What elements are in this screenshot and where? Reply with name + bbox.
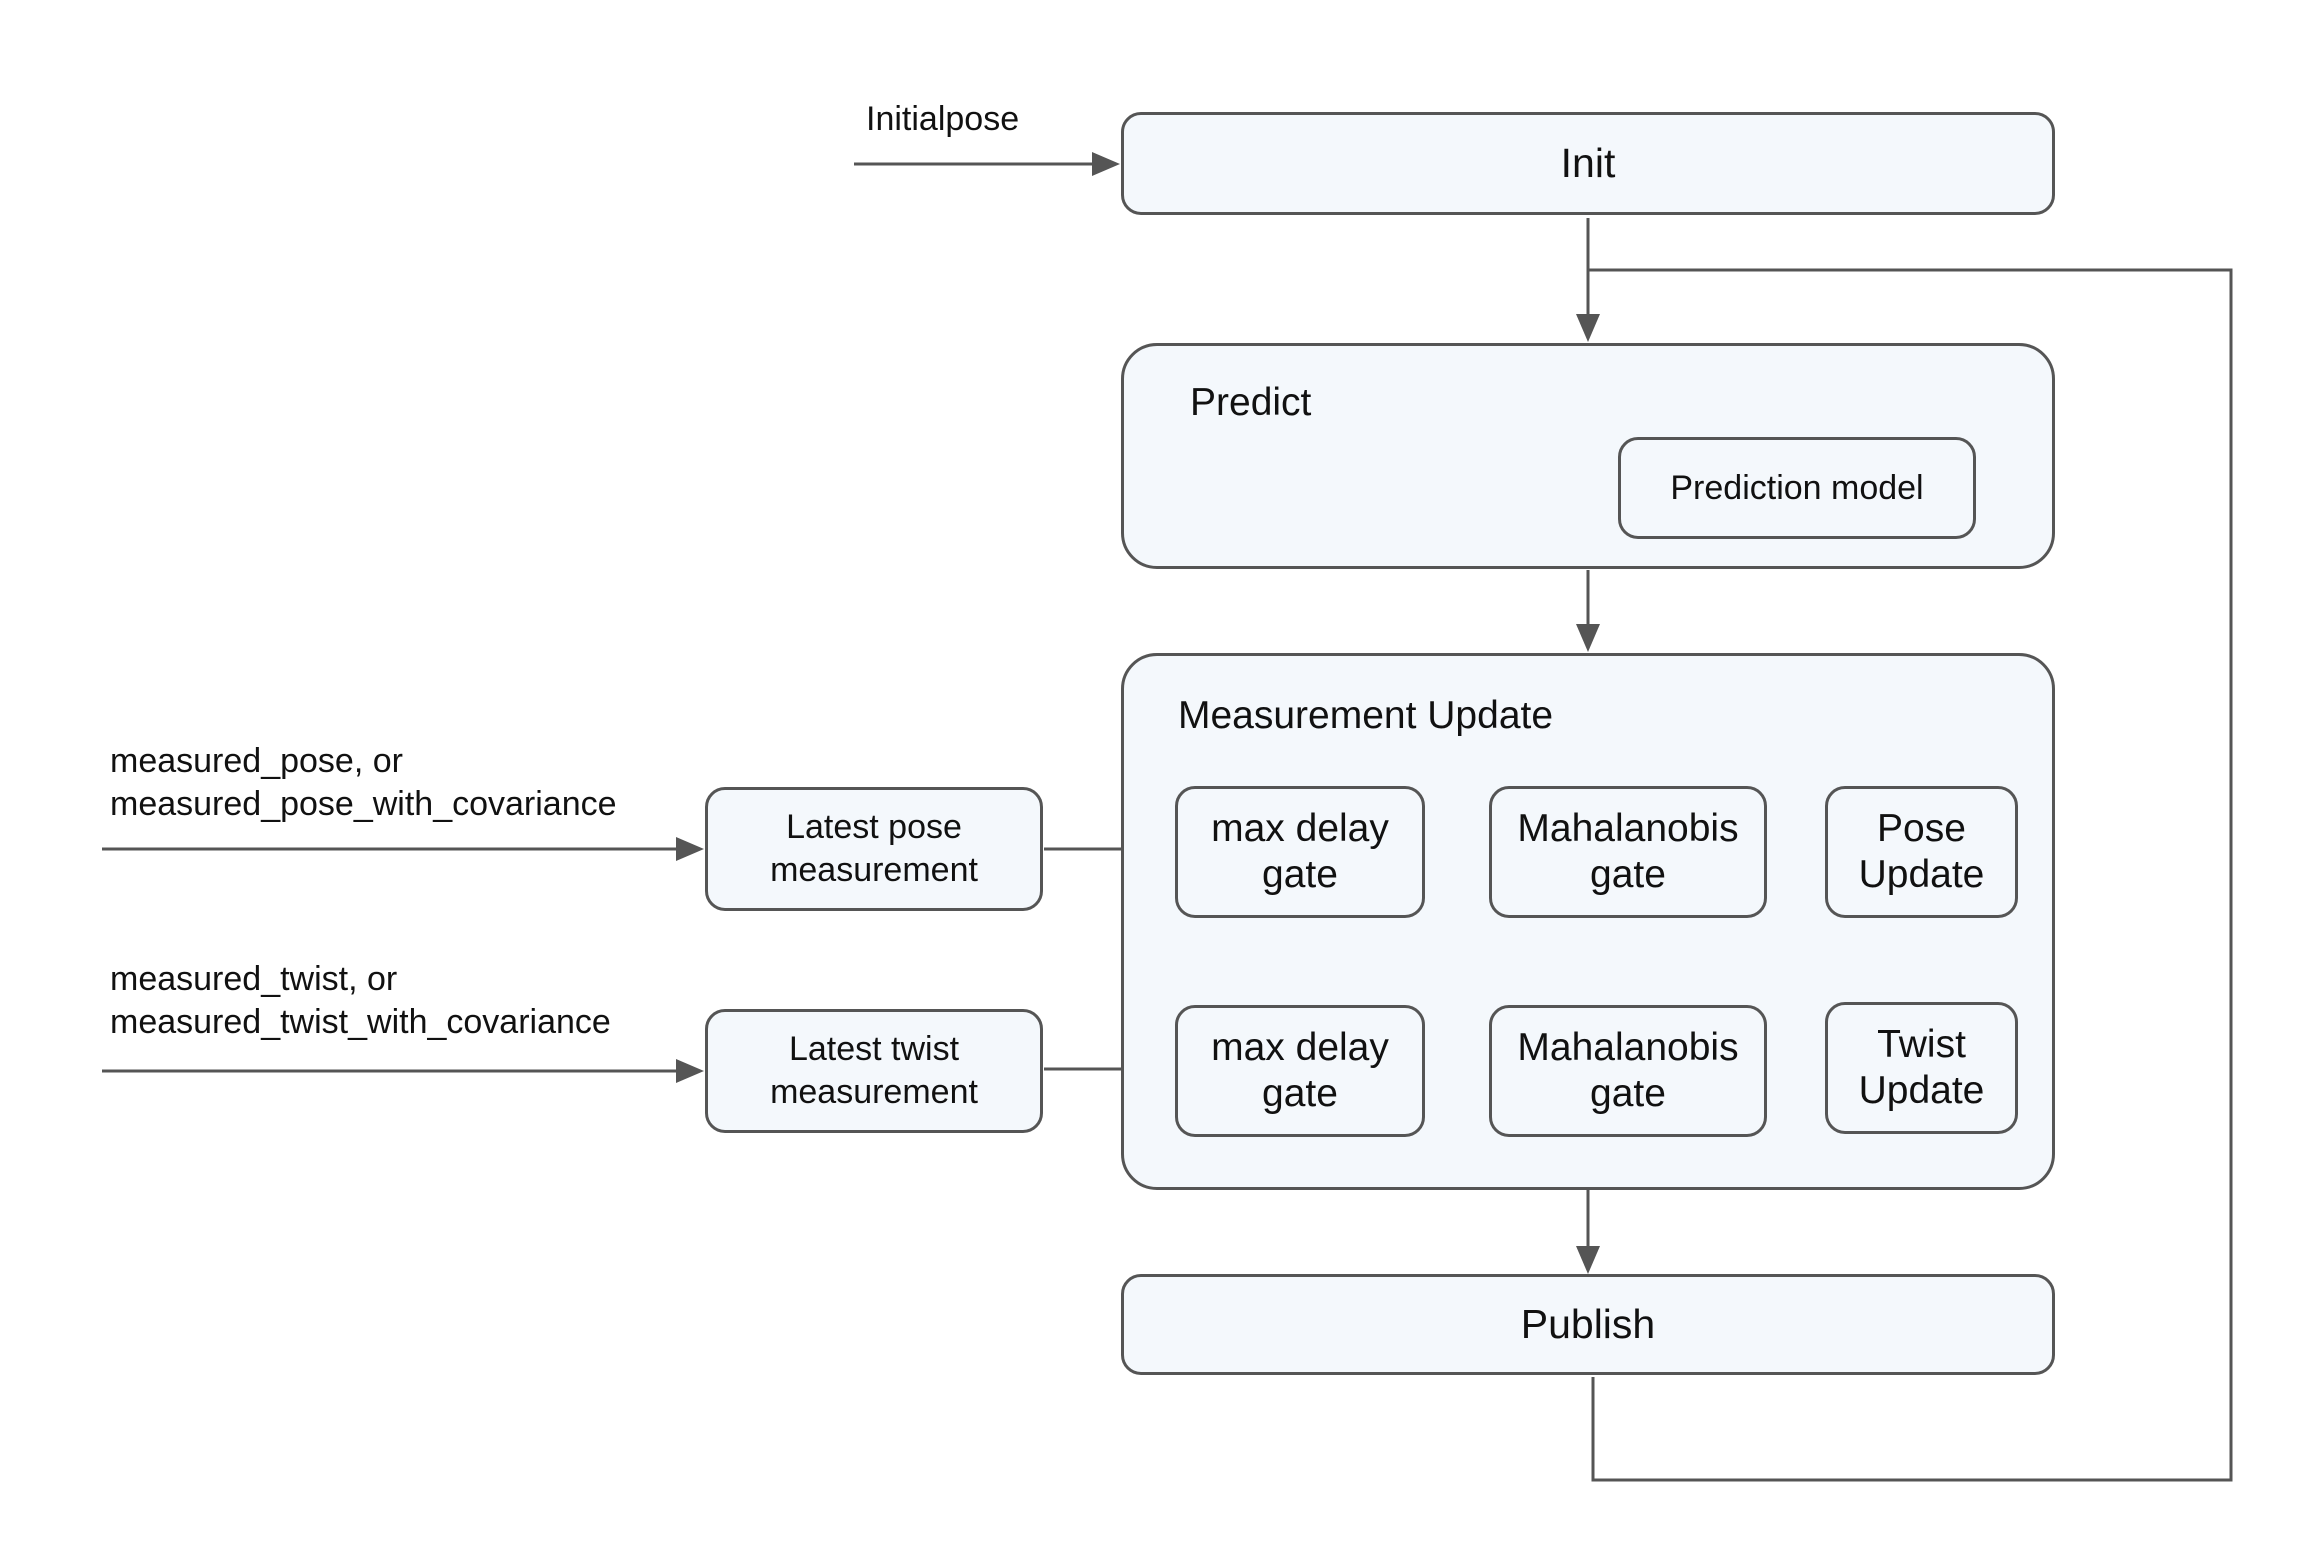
latest-twist-line1: Latest twist: [788, 1030, 960, 1068]
pose-max-delay-line1: max delay: [1211, 807, 1389, 850]
arrowhead-latest-twist: [676, 1059, 704, 1083]
latest-pose-node: Latest pose measurement: [705, 787, 1043, 911]
latest-pose-line1: Latest pose: [786, 808, 962, 846]
pose-mahalanobis-line2: gate: [1590, 853, 1666, 896]
edge-publish-loop: [1588, 268, 2233, 1482]
predict-node: Predict Prediction model: [1121, 343, 2055, 569]
arrowhead-predict: [1576, 314, 1600, 342]
input-measured-twist-label: measured_twist, or measured_twist_with_c…: [110, 958, 611, 1044]
prediction-model-label: Prediction model: [1670, 468, 1924, 507]
twist-update-line1: Twist: [1877, 1023, 1966, 1066]
input-initialpose-label: Initialpose: [866, 100, 1020, 138]
twist-update-node: Twist Update: [1825, 1002, 2018, 1134]
input-measured-twist-line2: measured_twist_with_covariance: [110, 1003, 611, 1041]
input-measured-pose-line2: measured_pose_with_covariance: [110, 785, 617, 823]
publish-label: Publish: [1520, 1301, 1656, 1347]
twist-mahalanobis-line2: gate: [1590, 1072, 1666, 1115]
pose-mahalanobis-gate: Mahalanobis gate: [1489, 786, 1767, 918]
twist-max-delay-gate: max delay gate: [1175, 1005, 1425, 1137]
init-node: Init: [1121, 112, 2055, 215]
twist-max-delay-line1: max delay: [1211, 1026, 1389, 1069]
publish-node: Publish: [1121, 1274, 2055, 1375]
arrowhead-init: [1092, 152, 1120, 176]
latest-pose-line2: measurement: [770, 851, 978, 889]
arrowhead-latest-pose: [676, 837, 704, 861]
arrowhead-measurement: [1576, 624, 1600, 652]
pose-update-node: Pose Update: [1825, 786, 2018, 918]
twist-update-line2: Update: [1858, 1069, 1985, 1112]
twist-mahalanobis-line1: Mahalanobis: [1517, 1026, 1739, 1069]
pose-max-delay-gate: max delay gate: [1175, 786, 1425, 918]
pose-mahalanobis-line1: Mahalanobis: [1517, 807, 1739, 850]
twist-max-delay-line2: gate: [1262, 1072, 1338, 1115]
pose-update-line1: Pose: [1877, 807, 1966, 850]
input-measured-twist-line1: measured_twist, or: [110, 960, 398, 998]
measurement-update-label: Measurement Update: [1178, 694, 1554, 737]
input-measured-pose-label: measured_pose, or measured_pose_with_cov…: [110, 740, 617, 826]
latest-twist-line2: measurement: [770, 1073, 978, 1111]
init-label: Init: [1560, 140, 1616, 186]
pose-update-line2: Update: [1858, 853, 1985, 896]
predict-label: Predict: [1190, 381, 1312, 424]
prediction-model-node: Prediction model: [1618, 437, 1976, 539]
latest-twist-node: Latest twist measurement: [705, 1009, 1043, 1133]
pose-max-delay-line2: gate: [1262, 853, 1338, 896]
input-measured-pose-line1: measured_pose, or: [110, 742, 403, 780]
arrowhead-publish: [1576, 1246, 1600, 1274]
twist-mahalanobis-gate: Mahalanobis gate: [1489, 1005, 1767, 1137]
